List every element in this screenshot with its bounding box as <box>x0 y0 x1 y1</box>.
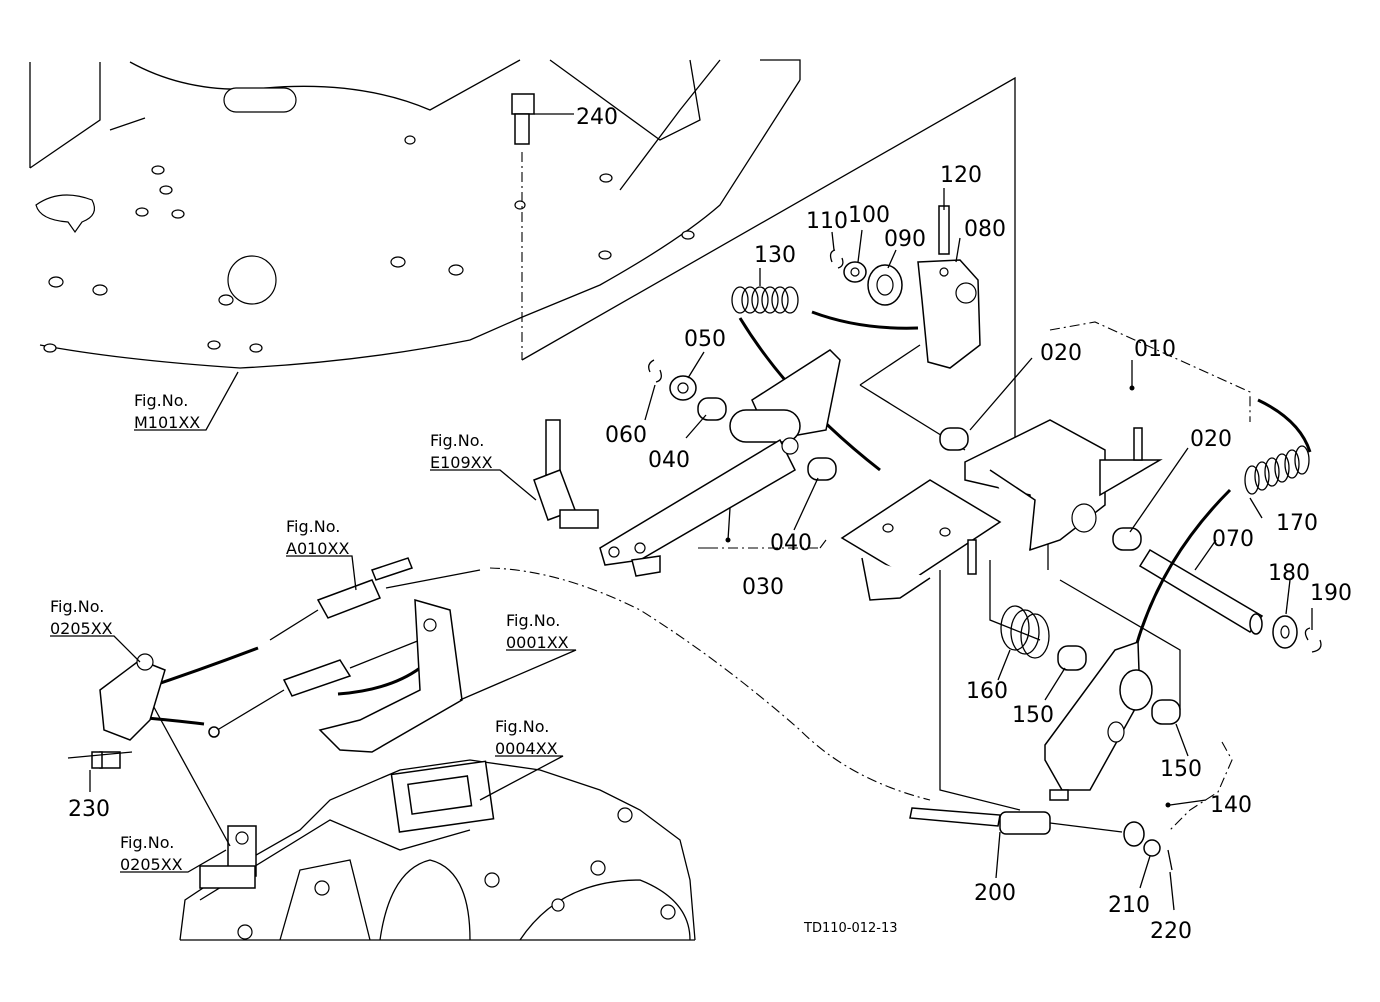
part-080-bracket <box>917 205 981 369</box>
label-170: 170 <box>1276 511 1318 536</box>
label-190: 190 <box>1310 581 1352 606</box>
fig-ref-number: A010XX <box>286 539 349 558</box>
part-160-spring <box>1000 605 1050 659</box>
label-150-right: 150 <box>1160 757 1202 782</box>
part-240-bolt <box>511 93 535 145</box>
part-010-main-bracket <box>964 419 1163 552</box>
part-030-pedal-arm <box>599 349 841 577</box>
part-230-bolt <box>91 751 121 769</box>
label-060: 060 <box>605 423 647 448</box>
label-210: 210 <box>1108 893 1150 918</box>
label-160: 160 <box>966 679 1008 704</box>
part-090-bearing <box>867 264 903 306</box>
part-190-circlip <box>1304 627 1322 653</box>
part-140-lever <box>1044 640 1153 801</box>
fig-ref-prefix: Fig.No. <box>50 597 104 616</box>
label-050: 050 <box>684 327 726 352</box>
part-labels: 240 120 110 100 090 080 130 050 060 040 … <box>68 105 1352 944</box>
fig-ref-number: 0205XX <box>120 855 183 874</box>
label-120: 120 <box>940 163 982 188</box>
fig-ref-prefix: Fig.No. <box>286 517 340 536</box>
label-180: 180 <box>1268 561 1310 586</box>
part-040-bushing-lower <box>807 457 837 481</box>
part-210-washer <box>1143 839 1161 857</box>
part-060-circlip <box>648 359 662 383</box>
fig-ref-number: 0205XX <box>50 619 113 638</box>
transmission-case-outline <box>179 759 696 941</box>
part-150-bushing-left <box>1057 645 1087 671</box>
label-140: 140 <box>1210 793 1252 818</box>
label-080: 080 <box>964 217 1006 242</box>
label-200: 200 <box>974 881 1016 906</box>
label-030: 030 <box>742 575 784 600</box>
label-130: 130 <box>754 243 796 268</box>
throttle-cable-assembly <box>139 557 481 738</box>
part-200-cable <box>909 807 1145 847</box>
cable-bracket <box>318 598 463 753</box>
part-050-washer <box>669 375 697 401</box>
fig-ref-number: 0001XX <box>506 633 569 652</box>
label-230: 230 <box>68 797 110 822</box>
label-100: 100 <box>848 203 890 228</box>
label-220: 220 <box>1150 919 1192 944</box>
part-020-bushing-left <box>939 427 969 451</box>
fig-ref-prefix: Fig.No. <box>134 391 188 410</box>
part-100-washer <box>843 261 867 283</box>
label-040-lower: 040 <box>770 531 812 556</box>
label-020-right: 020 <box>1190 427 1232 452</box>
part-110-circlip <box>829 249 844 269</box>
fig-ref-number: E109XX <box>430 453 493 472</box>
figure-references: Fig.No. M101XX Fig.No. E109XX Fig.No. A0… <box>50 391 569 874</box>
threaded-stud-assembly <box>533 419 599 529</box>
fig-ref-prefix: Fig.No. <box>430 431 484 450</box>
label-040-upper: 040 <box>648 448 690 473</box>
part-150-bushing-right <box>1151 699 1181 725</box>
part-220-pin <box>1167 849 1173 871</box>
label-020-left: 020 <box>1040 341 1082 366</box>
drawing-code: TD110-012-13 <box>803 921 898 936</box>
label-090: 090 <box>884 227 926 252</box>
label-010: 010 <box>1134 337 1176 362</box>
part-180-washer <box>1272 615 1298 649</box>
floor-plate-outline <box>29 59 801 369</box>
label-150-left: 150 <box>1012 703 1054 728</box>
fig-ref-prefix: Fig.No. <box>495 717 549 736</box>
fig-ref-number: 0004XX <box>495 739 558 758</box>
cable-end-fitting <box>99 653 166 741</box>
part-020-bushing-right <box>1112 527 1142 551</box>
fig-ref-prefix: Fig.No. <box>120 833 174 852</box>
part-170-spring <box>1133 398 1312 651</box>
pedal-mount-plate <box>840 479 1002 601</box>
label-110: 110 <box>806 209 848 234</box>
label-070: 070 <box>1212 527 1254 552</box>
leader-lines <box>50 113 1313 911</box>
assembly-boundary-lines <box>489 152 1251 831</box>
part-070-shaft <box>1138 548 1264 635</box>
fig-ref-prefix: Fig.No. <box>506 611 560 630</box>
fig-ref-number: M101XX <box>134 413 200 432</box>
label-240: 240 <box>576 105 618 130</box>
part-040-bushing-upper <box>697 397 727 421</box>
